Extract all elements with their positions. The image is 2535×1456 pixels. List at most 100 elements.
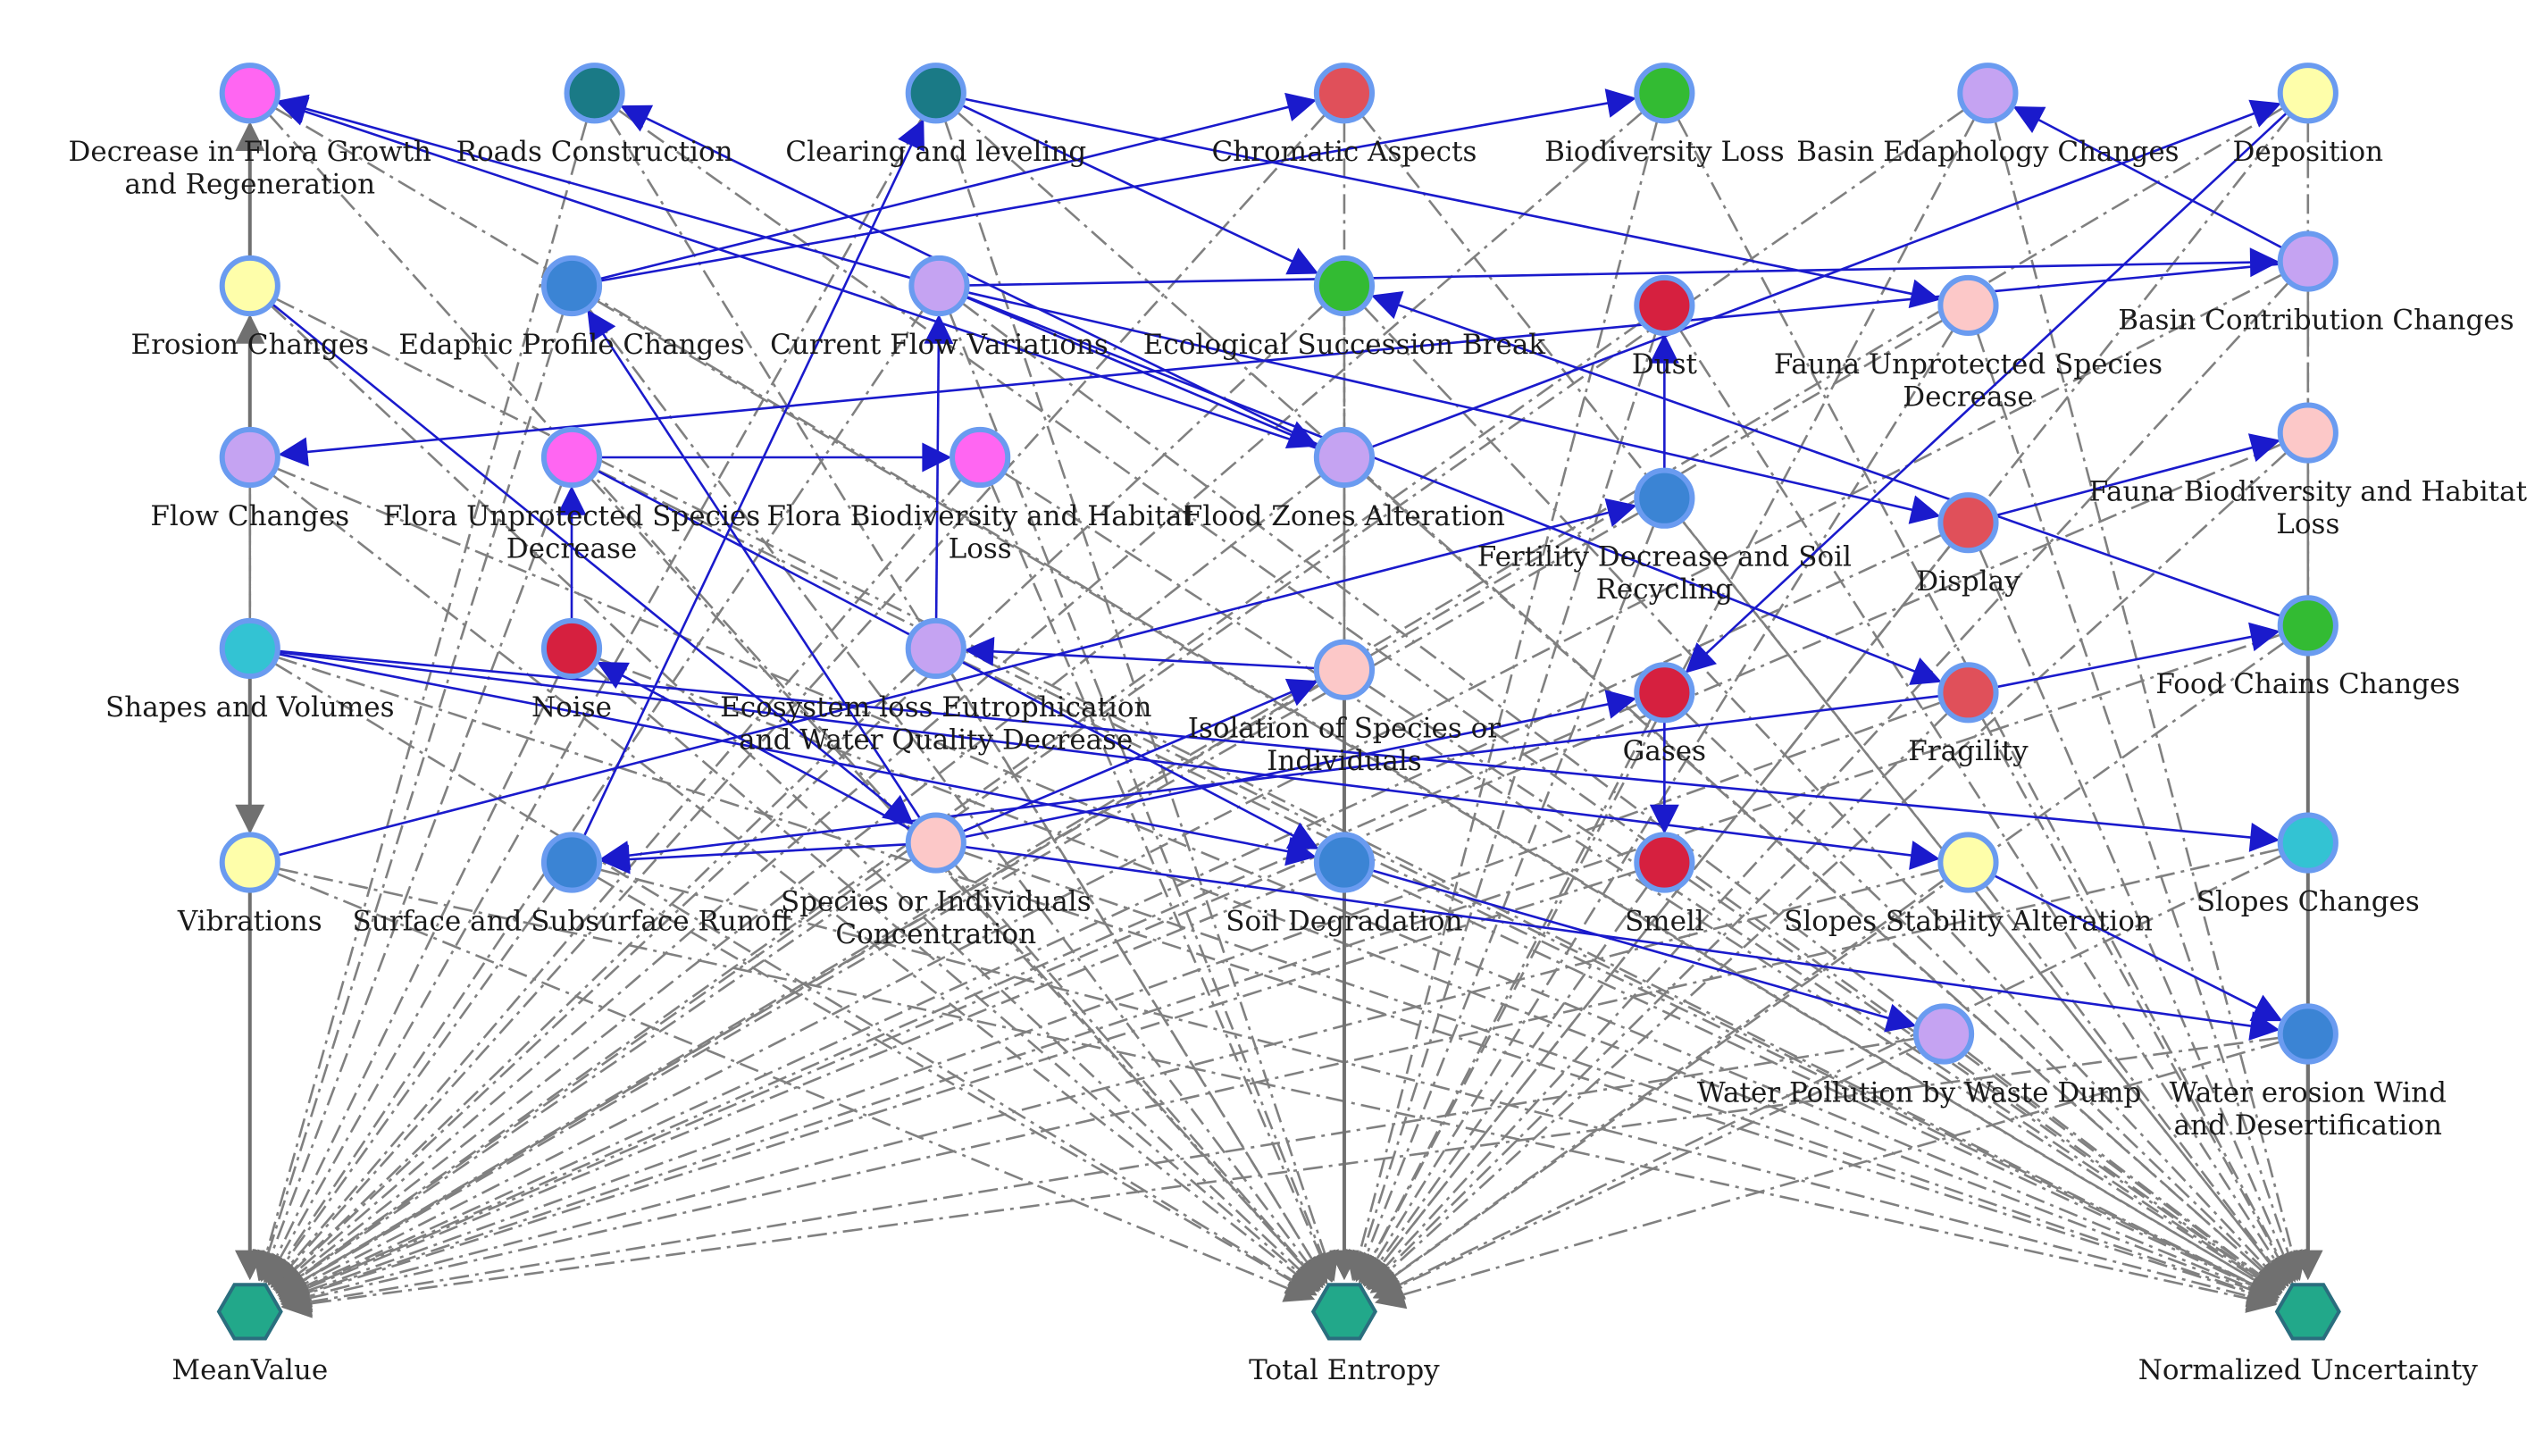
label-fauna-unprot-line-1: Fauna Unprotected Species bbox=[1774, 348, 2163, 381]
node-fauna-biodiv[interactable] bbox=[2277, 402, 2338, 464]
node-chromatic[interactable] bbox=[1313, 63, 1376, 124]
dashed-edge-smell-to-meanvalue bbox=[280, 870, 1637, 1308]
node-shapes-volumes[interactable] bbox=[219, 617, 280, 680]
node-roads[interactable] bbox=[564, 63, 625, 124]
node-flora-biodiv[interactable] bbox=[950, 426, 1011, 489]
dashed-edge-food_chains-to-total_entropy bbox=[1369, 641, 2285, 1293]
label-soil-degradation: Soil Degradation bbox=[1226, 905, 1462, 937]
node-vibrations[interactable] bbox=[219, 832, 280, 893]
label-slopes-stability: Slopes Stability Alteration bbox=[1784, 905, 2153, 937]
node-meanvalue[interactable] bbox=[216, 1283, 283, 1341]
edge-food_chains-to-eco_succession bbox=[1370, 290, 2281, 617]
dashed-edge-fauna_biodiv-to-meanvalue bbox=[279, 443, 2281, 1301]
node-slopes-changes[interactable] bbox=[2277, 812, 2338, 874]
node-clearing[interactable] bbox=[905, 63, 966, 124]
edge-clearing-to-eco_succession bbox=[962, 105, 1319, 275]
dashed-edge-fertility-to-norm_uncert bbox=[1681, 520, 2288, 1287]
label-fertility-line-2: Recycling bbox=[1596, 573, 1734, 606]
dashed-edge-species_conc-to-norm_uncert bbox=[963, 851, 2279, 1306]
label-flood-zones: Flood Zones Alteration bbox=[1184, 500, 1505, 532]
nodes bbox=[216, 63, 2341, 1341]
node-species-conc[interactable] bbox=[905, 812, 966, 874]
node-slopes-stability[interactable] bbox=[1937, 832, 1999, 893]
dashed-edge-edaphic_profile-to-meanvalue bbox=[254, 314, 565, 1282]
dashed-edge-flow_changes-to-norm_uncert bbox=[276, 467, 2280, 1302]
edge-clearing-to-fauna_unprot bbox=[964, 97, 1941, 309]
label-flora-growth-line-1: Decrease in Flora Growth bbox=[69, 136, 432, 168]
label-deposition: Deposition bbox=[2233, 136, 2384, 168]
dashed-edge-erosion_changes-to-total_entropy bbox=[271, 305, 1322, 1291]
node-basin-edaph[interactable] bbox=[1957, 63, 2019, 124]
node-norm-uncert[interactable] bbox=[2274, 1283, 2341, 1341]
node-food-chains[interactable] bbox=[2277, 595, 2338, 657]
node-gases[interactable] bbox=[1634, 662, 1695, 724]
node-water-erosion[interactable] bbox=[2277, 1003, 2338, 1065]
node-dust[interactable] bbox=[1634, 274, 1695, 337]
label-vibrations: Vibrations bbox=[177, 905, 322, 937]
node-smell[interactable] bbox=[1634, 832, 1695, 893]
dashed-edge-flora_biodiv-to-norm_uncert bbox=[1004, 472, 2282, 1295]
node-fauna-unprot[interactable] bbox=[1937, 274, 1999, 337]
node-flora-unprot[interactable] bbox=[540, 426, 603, 489]
dashed-edge-gases-to-total_entropy bbox=[1359, 718, 1652, 1284]
node-ecosystem-loss[interactable] bbox=[905, 617, 966, 680]
dashed-edge-noise-to-meanvalue bbox=[263, 674, 560, 1284]
dashed-edge-shapes_volumes-to-total_entropy bbox=[274, 662, 1318, 1296]
node-basin-contrib[interactable] bbox=[2277, 230, 2338, 292]
node-water-pollution[interactable] bbox=[1912, 1003, 1975, 1065]
edge-display-to-fauna_biodiv bbox=[1996, 433, 2281, 516]
node-noise[interactable] bbox=[540, 617, 603, 680]
node-flood-zones[interactable] bbox=[1313, 426, 1376, 489]
label-chromatic: Chromatic Aspects bbox=[1212, 136, 1477, 168]
node-isolation[interactable] bbox=[1313, 639, 1376, 700]
edge-species_conc-to-isolation bbox=[962, 678, 1318, 833]
node-display[interactable] bbox=[1937, 492, 1999, 554]
dashed-edge-fauna_biodiv-to-total_entropy bbox=[1368, 451, 2288, 1291]
node-fragility[interactable] bbox=[1937, 662, 1999, 724]
edge-current_flow-to-display bbox=[967, 291, 1941, 524]
dashed-edge-fertility-to-meanvalue bbox=[277, 512, 1640, 1296]
node-flora-growth[interactable] bbox=[219, 63, 280, 124]
label-clearing: Clearing and leveling bbox=[785, 136, 1086, 168]
label-basin-contrib: Basin Contribution Changes bbox=[2118, 304, 2514, 336]
dashed-edge-slopes_changes-to-meanvalue bbox=[280, 848, 2280, 1313]
dashed-edge-gases-to-norm_uncert bbox=[1685, 712, 2286, 1290]
node-surface-runoff[interactable] bbox=[540, 832, 603, 893]
dashed-edge-fertility-to-total_entropy bbox=[1352, 525, 1655, 1283]
dashed-edge-basin_edaph-to-norm_uncert bbox=[1994, 121, 2307, 1282]
node-biodiv-loss[interactable] bbox=[1634, 63, 1695, 124]
label-ecosystem-loss-line-1: Ecosystem loss Eutrophication bbox=[720, 691, 1151, 724]
node-erosion-changes[interactable] bbox=[219, 255, 280, 317]
label-fragility: Fragility bbox=[1908, 735, 2029, 767]
edge-fragility-to-food_chains bbox=[1996, 622, 2280, 689]
edge-edaphic_profile-to-chromatic bbox=[599, 92, 1318, 280]
label-ecosystem-loss-line-2: and Water Quality Decrease bbox=[739, 724, 1133, 756]
node-fertility[interactable] bbox=[1634, 467, 1695, 529]
edge-edaphic_profile-to-biodiv_loss bbox=[600, 88, 1637, 282]
node-soil-degradation[interactable] bbox=[1313, 832, 1376, 893]
label-fauna-biodiv-line-2: Loss bbox=[2276, 508, 2339, 540]
dashed-edge-noise-to-norm_uncert bbox=[598, 657, 2279, 1304]
edge-fragility-to-surface_runoff bbox=[599, 695, 1939, 871]
label-species-conc-line-2: Concentration bbox=[835, 918, 1036, 950]
node-eco-succession[interactable] bbox=[1313, 255, 1376, 317]
dashed-edge-clearing-to-meanvalue bbox=[265, 118, 923, 1284]
node-deposition[interactable] bbox=[2277, 63, 2338, 124]
dashed-edge-flora_biodiv-to-meanvalue bbox=[270, 479, 962, 1288]
edge-shapes_volumes-to-soil_degradation bbox=[278, 653, 1317, 866]
dashed-edge-water_pollution-to-norm_uncert bbox=[1966, 1050, 2283, 1293]
dashed-edge-isolation-to-meanvalue bbox=[277, 683, 1320, 1296]
dashed-edge-ecosystem_loss-to-norm_uncert bbox=[962, 660, 2280, 1299]
edge-flood_zones-to-roads bbox=[620, 105, 1318, 446]
dashed-edge-roads-to-total_entropy bbox=[608, 117, 1328, 1285]
node-total-entropy[interactable] bbox=[1310, 1283, 1378, 1341]
node-flow-changes[interactable] bbox=[219, 426, 280, 489]
node-current-flow[interactable] bbox=[908, 255, 970, 317]
dashed-edge-eco_succession-to-meanvalue bbox=[272, 305, 1324, 1291]
label-basin-edaph: Basin Edaphology Changes bbox=[1796, 136, 2179, 168]
dashed-edge-flora_biodiv-to-total_entropy bbox=[990, 483, 1334, 1283]
node-edaphic-profile[interactable] bbox=[540, 255, 603, 317]
label-total-entropy: Total Entropy bbox=[1249, 1354, 1440, 1386]
